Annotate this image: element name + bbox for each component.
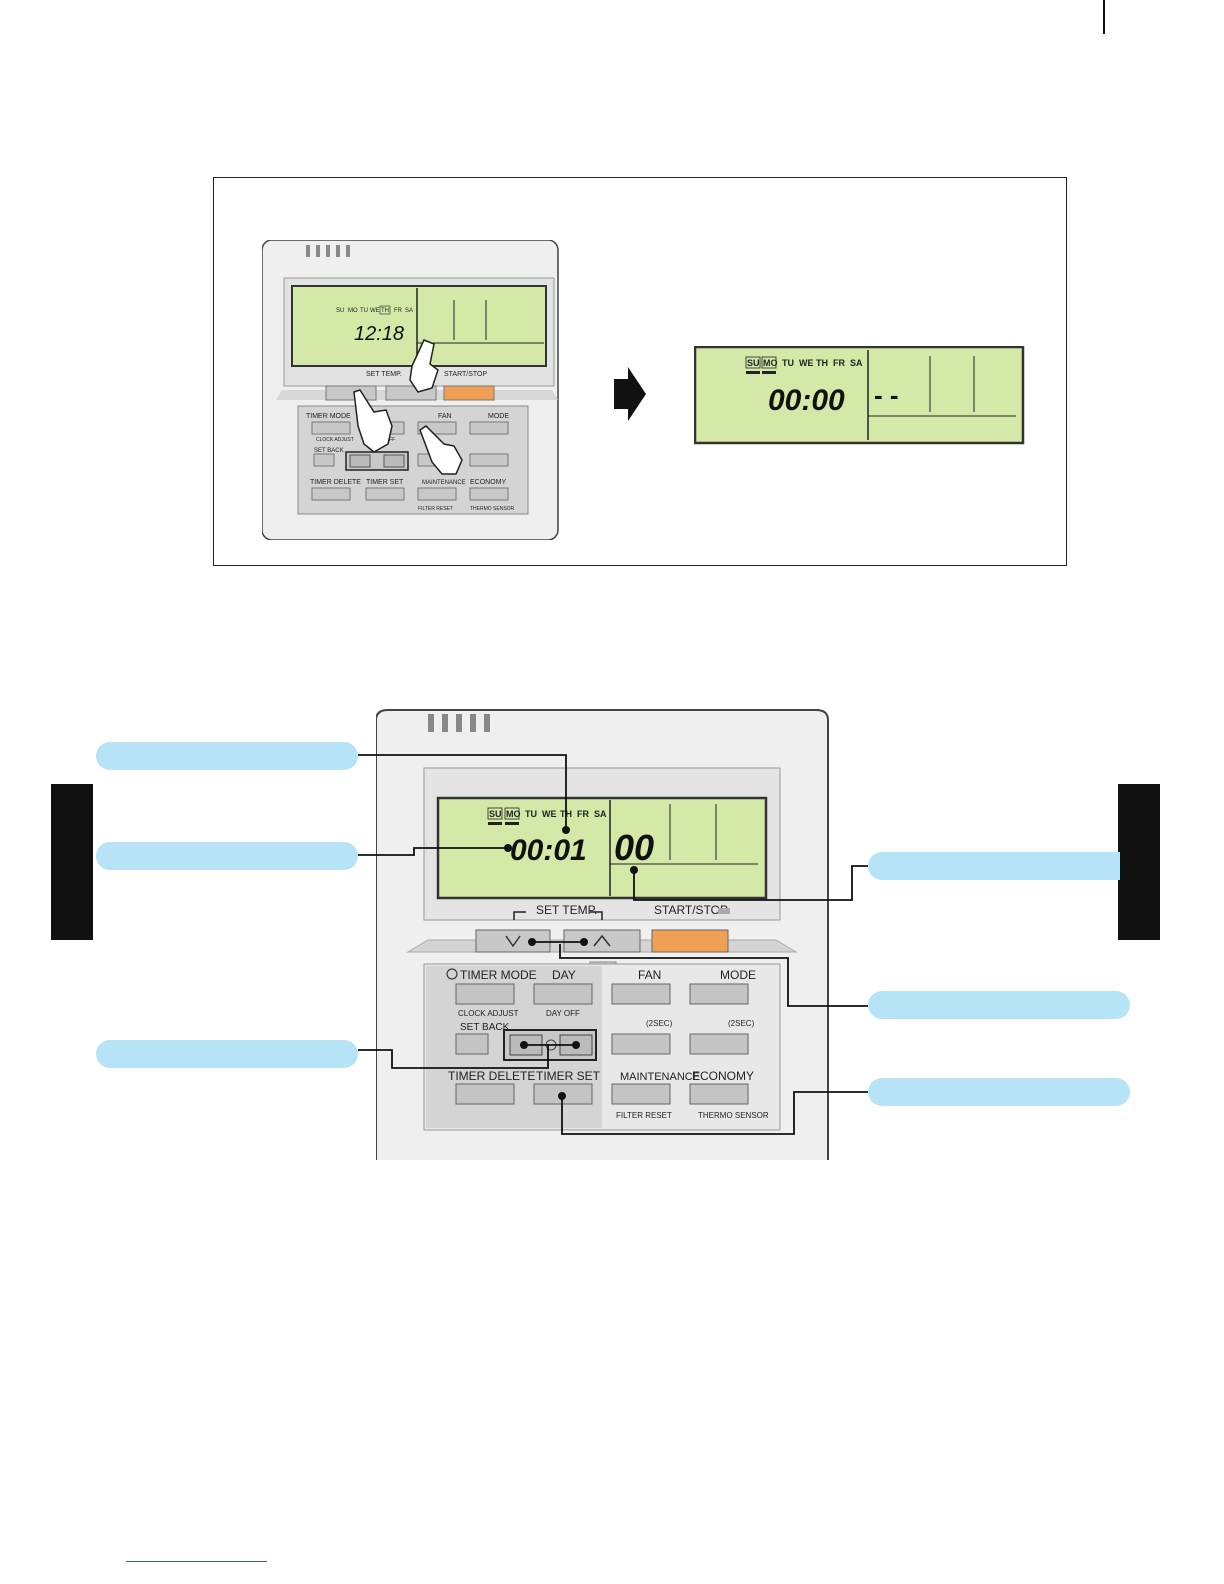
small-clock-adjust-label: CLOCK ADJUST xyxy=(316,437,354,443)
small-day-sa: SA xyxy=(405,308,413,314)
small-day-su: SU xyxy=(336,308,344,314)
callout-pill-5 xyxy=(868,991,1130,1019)
small-filter-reset-label: FILTER RESET xyxy=(418,506,453,512)
large-day-su: SU xyxy=(489,809,502,819)
large-day-we: WE xyxy=(542,809,557,819)
result-day-we: WE xyxy=(799,358,814,368)
small-mode-button[interactable] xyxy=(469,421,509,435)
large-start-stop-button[interactable] xyxy=(651,929,729,953)
pressing-hand-icon xyxy=(353,339,463,475)
large-swing-button[interactable] xyxy=(611,1033,671,1055)
figure-frame-top xyxy=(213,177,1067,566)
large-fan-button[interactable] xyxy=(611,983,671,1005)
small-swing2-button[interactable] xyxy=(469,453,509,467)
small-timer-delete-label: TIMER DELETE xyxy=(310,479,361,486)
large-timer-set-label: TIMER SET xyxy=(536,1069,601,1083)
callout-pill-6 xyxy=(868,1078,1130,1106)
large-thermo-sensor-label: THERMO SENSOR xyxy=(698,1111,769,1120)
callout-pill-1 xyxy=(96,742,358,770)
small-day-tu: TU xyxy=(360,308,368,314)
large-day-fr: FR xyxy=(577,809,589,819)
large-day-off-label: DAY OFF xyxy=(546,1009,580,1018)
large-set-back-label: SET BACK xyxy=(460,1022,510,1033)
large-maintenance-button[interactable] xyxy=(611,1083,671,1105)
large-fan-label: FAN xyxy=(638,968,661,982)
small-day-th: TH xyxy=(381,308,389,314)
small-remote-illustration: SU MO TU WE TH FR SA 12:18 SET TEMP. STA… xyxy=(262,240,559,540)
small-fan-label: FAN xyxy=(438,413,452,420)
arrow-right-icon xyxy=(614,367,646,421)
large-timer-delete-label: TIMER DELETE xyxy=(448,1069,535,1083)
result-display-value: - - xyxy=(874,380,899,410)
small-timer-set-label: TIMER SET xyxy=(366,479,404,486)
small-day-we: WE xyxy=(370,308,380,314)
large-timer-delete-button[interactable] xyxy=(455,1083,515,1105)
result-day-th: TH xyxy=(816,358,828,368)
result-day-sa: SA xyxy=(850,358,863,368)
large-display-value: 00 xyxy=(614,827,654,868)
small-economy-label: ECONOMY xyxy=(470,479,507,486)
small-timer-set-button[interactable] xyxy=(365,487,405,501)
header-rule xyxy=(1103,0,1105,34)
small-day-fr: FR xyxy=(394,308,403,314)
small-mode-label: MODE xyxy=(488,413,509,420)
result-lcd-display: SU MO TU WE TH FR SA 00:00 - - xyxy=(694,346,1025,445)
large-temp-down-button[interactable] xyxy=(475,929,551,953)
small-day-mo: MO xyxy=(348,308,358,314)
large-two-sec-label-1: (2SEC) xyxy=(646,1019,673,1028)
callout-pill-3 xyxy=(96,1040,358,1068)
callout-pill-2 xyxy=(96,842,358,870)
side-tab-right xyxy=(1118,784,1160,940)
large-economy-label: ECONOMY xyxy=(692,1069,754,1083)
large-set-back-button[interactable] xyxy=(455,1033,489,1055)
result-day-fr: FR xyxy=(833,358,845,368)
small-timer-mode-label: TIMER MODE xyxy=(306,413,351,420)
large-mode-label: MODE xyxy=(720,968,756,982)
small-timer-delete-button[interactable] xyxy=(311,487,351,501)
large-timer-mode-label: TIMER MODE xyxy=(460,968,537,982)
large-day-button[interactable] xyxy=(533,983,593,1005)
result-display-time: 00:00 xyxy=(768,384,845,417)
large-clock-adjust-label: CLOCK ADJUST xyxy=(458,1009,519,1018)
small-remote-time: 12:18 xyxy=(354,323,404,345)
result-day-su: SU xyxy=(747,358,760,368)
result-day-tu: TU xyxy=(782,358,794,368)
side-tab-left xyxy=(51,784,93,940)
large-start-stop-label: START/STOP xyxy=(654,903,728,917)
small-set-back-label: SET BACK xyxy=(314,448,344,454)
small-maintenance-label: MAINTENANCE xyxy=(422,480,466,486)
large-temp-up-button[interactable] xyxy=(563,929,641,953)
large-mode-button[interactable] xyxy=(689,983,749,1005)
small-set-back-button[interactable] xyxy=(313,453,335,467)
small-left-button[interactable] xyxy=(349,454,371,468)
large-day-tu: TU xyxy=(525,809,537,819)
small-set-temp-label: SET TEMP. xyxy=(366,371,402,378)
large-day-sa: SA xyxy=(594,809,607,819)
large-maintenance-label: MAINTENANCE xyxy=(620,1071,700,1083)
large-timer-mode-button[interactable] xyxy=(455,983,515,1005)
result-day-mo: MO xyxy=(763,358,778,368)
small-timer-mode-button[interactable] xyxy=(311,421,351,435)
large-filter-reset-label: FILTER RESET xyxy=(616,1111,672,1120)
large-set-temp-label: SET TEMP. xyxy=(536,903,597,917)
small-start-stop-label: START/STOP xyxy=(444,371,488,378)
small-right-button[interactable] xyxy=(383,454,405,468)
large-two-sec-label-2: (2SEC) xyxy=(728,1019,755,1028)
footer-link-rule xyxy=(126,1561,267,1562)
large-swing2-button[interactable] xyxy=(689,1033,749,1055)
large-day-label: DAY xyxy=(552,968,576,982)
large-display-time: 00:01 xyxy=(510,834,587,867)
large-day-mo: MO xyxy=(506,809,521,819)
small-start-stop-button[interactable] xyxy=(443,385,495,401)
callout-pill-4 xyxy=(868,852,1120,880)
small-thermo-sensor-label: THERMO SENSOR xyxy=(470,506,515,512)
small-economy-button[interactable] xyxy=(469,487,509,501)
large-economy-button[interactable] xyxy=(689,1083,749,1105)
small-maintenance-button[interactable] xyxy=(417,487,457,501)
